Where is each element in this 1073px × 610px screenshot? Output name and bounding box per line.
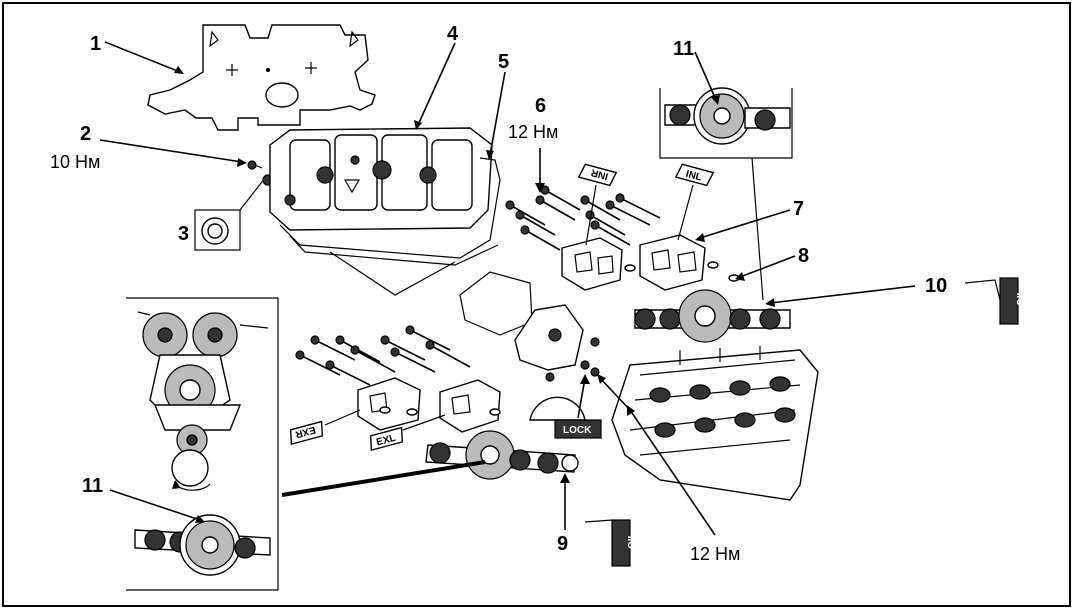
callout-10: 10 [925, 275, 947, 297]
tag-exl: EXL [369, 414, 446, 452]
svg-text:LOCK: LOCK [563, 425, 592, 436]
inset-camshaft-sprocket-lower [134, 514, 271, 576]
callout-11-upper: 11 [673, 38, 694, 60]
cylinder-head-cover [269, 127, 493, 231]
leader-lines [99, 41, 916, 536]
svg-text:OIL: OIL [1016, 289, 1027, 306]
cylinder-head [611, 346, 819, 501]
torque-head: 12 Нм [690, 544, 740, 564]
inset-link-line [281, 460, 486, 497]
callout-5: 5 [498, 51, 509, 73]
oil-can-lower: OIL [584, 519, 638, 567]
callout-1: 1 [90, 33, 101, 55]
cover-bolt [247, 160, 274, 186]
head-cover-plate [147, 24, 376, 131]
callout-3: 3 [178, 223, 189, 245]
callout-8: 8 [798, 245, 809, 267]
callout-4: 4 [447, 23, 459, 45]
svg-text:INR: INR [589, 166, 609, 181]
camshaft-exhaust [425, 430, 579, 480]
dowel-pins-lower [379, 406, 501, 416]
tag-exr: EXR [289, 409, 361, 446]
tag-inr: INR [577, 163, 618, 246]
camshaft-cap-exl [439, 379, 501, 433]
dowel-pins-upper [624, 261, 740, 282]
callout-6: 6 [535, 95, 546, 117]
svg-text:EXR: EXR [293, 424, 316, 440]
torque-6: 12 Нм [508, 122, 558, 142]
lock-tool: LOCK [529, 374, 602, 439]
sealing-washer [194, 177, 266, 251]
cap-bolt-group-lower [295, 325, 471, 386]
svg-text:INL: INL [684, 169, 702, 184]
camshaft-cap-inr [561, 237, 623, 291]
tag-inl: INL [674, 163, 715, 241]
svg-text:OIL: OIL [627, 532, 638, 549]
inset-camshaft-sprocket-upper [659, 87, 793, 301]
camshaft-intake [634, 289, 791, 343]
camshaft-cap-exr [357, 377, 421, 431]
small-gasket [459, 271, 533, 336]
cap-bolt-group-upper [505, 185, 661, 251]
camshaft-cap-inl [639, 234, 706, 291]
callout-2: 2 [80, 123, 91, 145]
cover-gasket [279, 157, 501, 259]
inset-timing-chain [126, 297, 279, 591]
callout-9: 9 [557, 533, 568, 555]
oil-can-upper: OIL [964, 277, 1027, 325]
callout-7: 7 [793, 198, 804, 220]
torque-2: 10 Нм [50, 152, 100, 172]
svg-text:EXL: EXL [375, 433, 397, 449]
callout-11-lower: 11 [82, 475, 103, 497]
cam-cover-plate [514, 304, 600, 382]
